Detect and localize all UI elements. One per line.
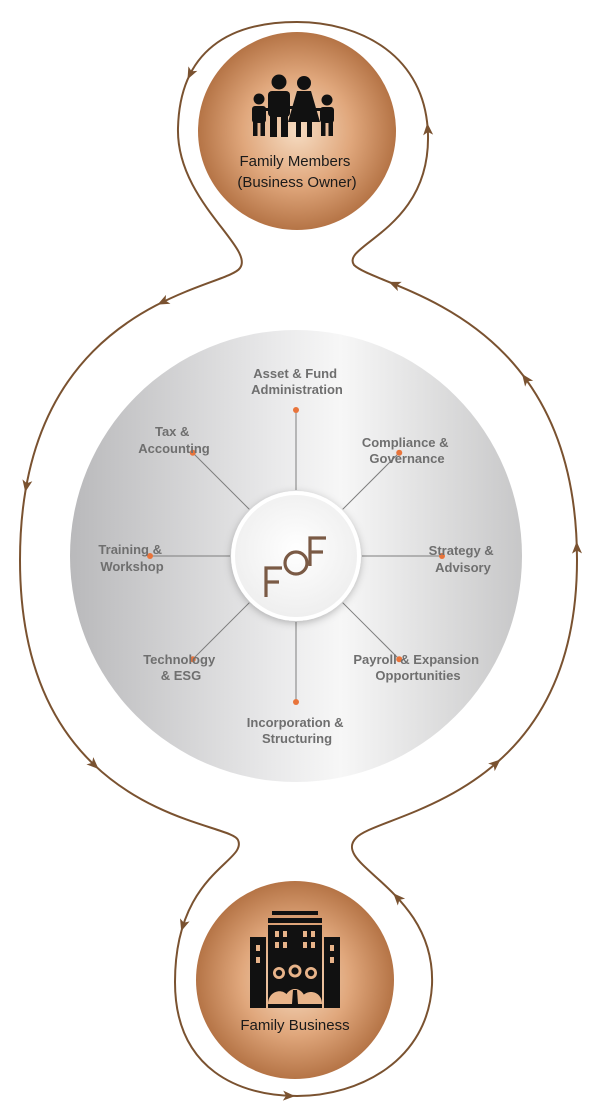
dot-technology-esg <box>189 656 196 663</box>
fof-logo <box>264 536 326 597</box>
service-technology-esg: Technology & ESG <box>143 652 219 683</box>
flow-arrow-5 <box>86 757 99 770</box>
service-incorporation-structuring: Incorporation & Structuring <box>247 715 347 746</box>
service-training-workshop: Training & Workshop <box>98 542 165 574</box>
spoke-payroll-expansion <box>342 602 400 660</box>
flow-arrow-9 <box>488 759 501 772</box>
flow-arrow-10 <box>572 541 582 554</box>
dot-asset-fund-administration <box>293 407 299 413</box>
flow-arrow-6 <box>180 918 190 932</box>
family-members-label: Family Members (Business Owner) <box>237 153 356 191</box>
service-tax-accounting: Tax & Accounting <box>138 424 210 456</box>
dot-incorporation-structuring <box>293 699 299 705</box>
dot-tax-accounting <box>189 449 196 456</box>
flow-arrow-11 <box>522 373 534 387</box>
flow-arrow-2 <box>187 66 198 80</box>
node-family-members: Family Members (Business Owner) <box>198 32 396 230</box>
dot-training-workshop <box>147 553 153 559</box>
flow-arrows <box>22 66 582 1101</box>
dot-payroll-expansion <box>396 656 403 663</box>
node-family-business: Family Business <box>196 881 394 1079</box>
flow-arrow-12 <box>388 281 402 292</box>
dot-compliance-governance <box>396 449 403 456</box>
spokes <box>147 407 445 705</box>
spoke-tax-accounting <box>192 452 250 510</box>
flow-arrow-3 <box>157 294 171 305</box>
family-icon <box>252 74 334 137</box>
family-business-label: Family Business <box>240 1017 349 1034</box>
family-business-icon <box>250 911 340 1008</box>
fof-hub <box>231 491 361 621</box>
spoke-technology-esg <box>192 602 250 660</box>
dot-strategy-advisory <box>439 553 445 559</box>
service-strategy-advisory: Strategy & Advisory <box>429 543 498 575</box>
flow-loop <box>18 20 579 1098</box>
service-compliance-governance: Compliance & Governance <box>362 435 452 466</box>
service-asset-fund-administration: Asset & Fund Administration <box>251 366 343 397</box>
spoke-compliance-governance <box>342 452 400 510</box>
flow-arrow-8 <box>393 893 406 906</box>
flow-arrow-1 <box>423 123 434 136</box>
flow-arrow-4 <box>22 479 33 493</box>
service-labels: Asset & Fund Administration Compliance &… <box>98 366 498 746</box>
service-payroll-expansion: Payroll & Expansion Opportunities <box>353 652 482 683</box>
flow-arrow-7 <box>282 1090 296 1101</box>
